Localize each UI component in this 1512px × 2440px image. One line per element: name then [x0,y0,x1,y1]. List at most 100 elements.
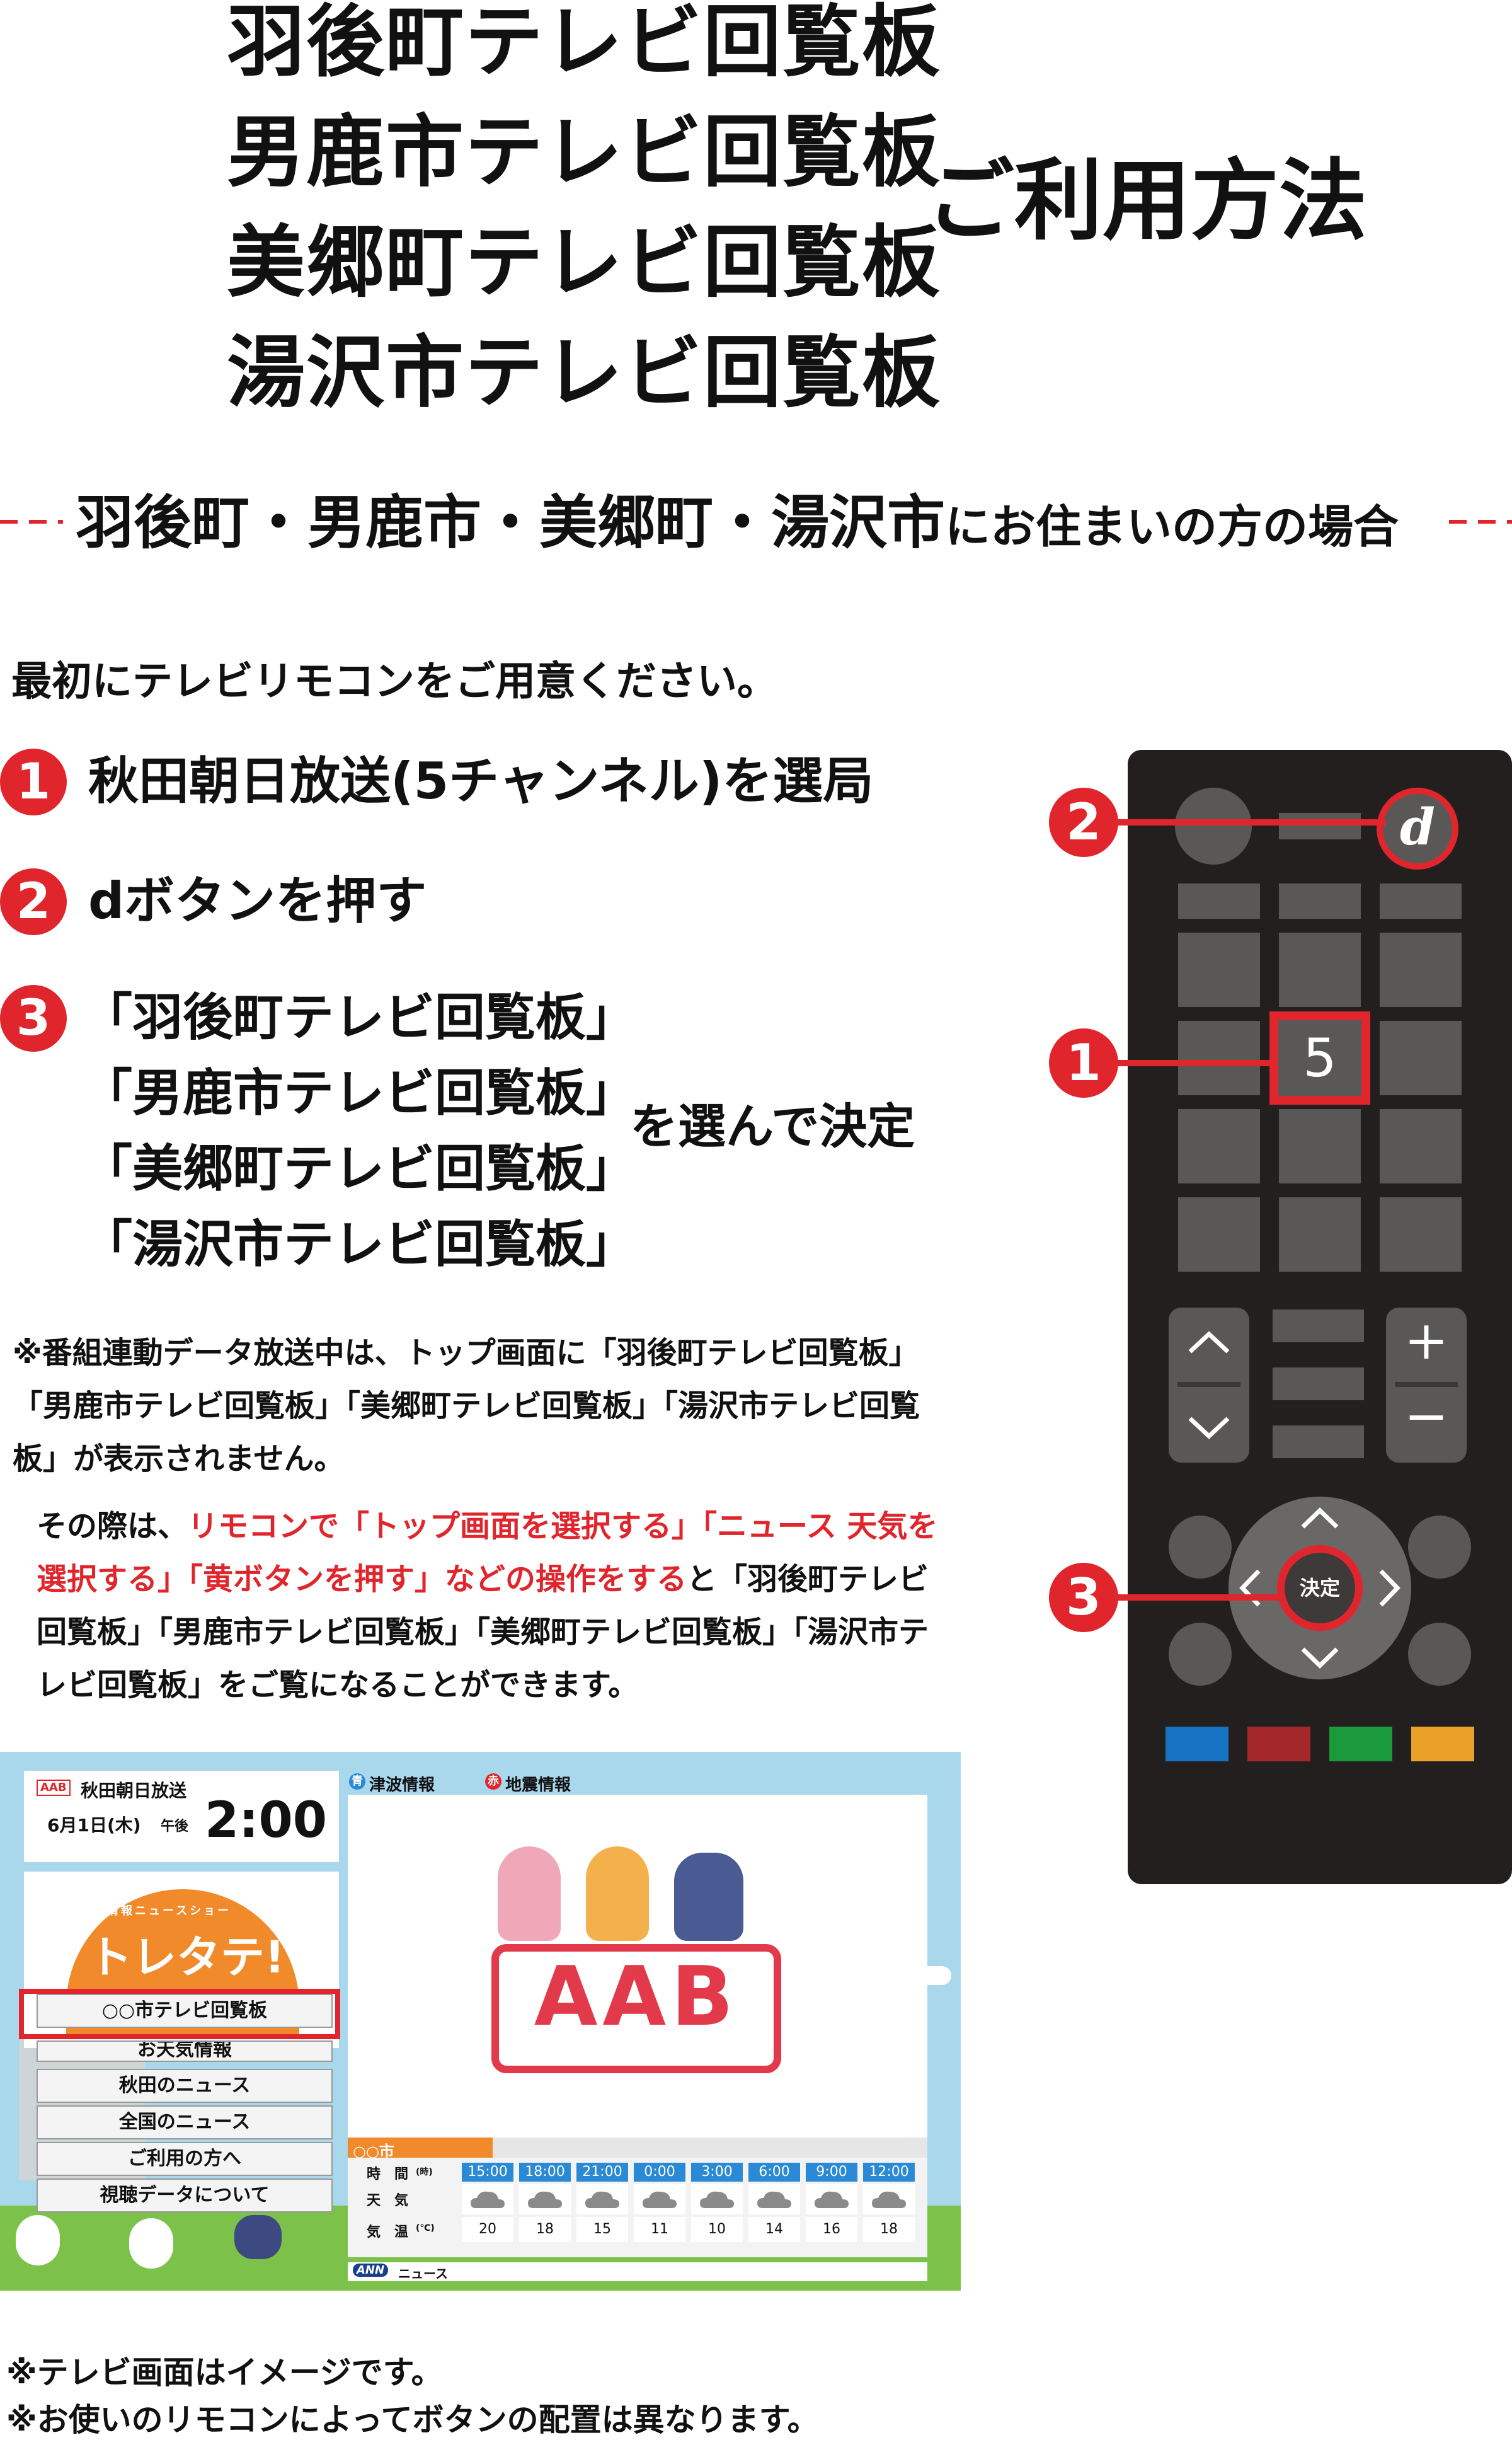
corner-button[interactable] [1408,1516,1471,1579]
cloud-icon [748,2184,800,2214]
enter-button[interactable]: 決定 [1277,1545,1363,1631]
intro-text: 最初にテレビリモコンをご用意ください。 [11,659,777,705]
wx-temp: 16 [806,2217,857,2242]
wx-temp: 18 [519,2217,571,2242]
red-button[interactable] [1247,1727,1310,1761]
cloud-icon [863,2184,915,2214]
mascot-blue [674,1853,743,1941]
remote-key[interactable] [1279,883,1361,919]
corner-button[interactable] [1408,1623,1471,1686]
number-key[interactable] [1380,933,1462,1007]
menu-item-6[interactable]: 視聴データについて [37,2178,333,2213]
plus-icon: + [1404,1309,1449,1371]
news-bar [348,2262,927,2281]
callout-3: 3 [1049,1563,1118,1632]
news-label: ニュース [398,2266,448,2281]
title-line-1: 羽後町テレビ回覧板 [227,0,942,88]
character [129,2218,173,2269]
number-key[interactable] [1380,1109,1462,1183]
blue-button[interactable] [1166,1727,1228,1761]
volume-divider [1395,1382,1458,1387]
menu-bar-button[interactable] [1273,1309,1364,1342]
step-3-item-2: 「男鹿市テレビ回覧板」 [82,1064,636,1122]
number-key[interactable] [1178,1021,1260,1095]
cloud-icon [519,2184,571,2214]
cloud-icon [691,2184,743,2214]
wx-temp: 20 [462,2217,513,2242]
remote-round-button[interactable] [1175,788,1252,865]
tab-earthquake[interactable]: 地震情報 [505,1776,571,1795]
menu-item-1[interactable]: ○○市テレビ回覧板 [37,1994,333,2028]
wx-label-temp: 気 温 [367,2224,409,2240]
cloud-icon [576,2184,628,2214]
channel-rocker[interactable] [1169,1308,1249,1463]
note-2-a: その際は、 [37,1509,188,1544]
wx-time: 12:00 [863,2163,915,2182]
tab-bar: 青 津波情報 赤 地震情報 [348,1771,927,1795]
show-title: トレタテ! [88,1931,285,1983]
green-button[interactable] [1329,1727,1392,1761]
callout-1: 1 [1049,1028,1118,1098]
clock-ampm: 午後 [161,1819,189,1834]
channel-5-button[interactable]: 5 [1269,1011,1370,1105]
tab-tsunami[interactable]: 津波情報 [369,1776,435,1795]
title-line-2: 男鹿市テレビ回覧板 [227,107,942,198]
tab-badge-red: 赤 [485,1773,501,1790]
menu-item-4[interactable]: 全国のニュース [37,2105,333,2139]
cloud-icon [462,2184,513,2214]
wx-temp: 18 [863,2217,915,2242]
wx-temp: 15 [576,2217,628,2242]
aab-logo: AAB [534,1948,739,2044]
menu-item-3[interactable]: 秋田のニュース [37,2069,333,2103]
subheading: 羽後町・男鹿市・美郷町・湯沢市にお住まいの方の場合 [0,485,1512,561]
remote-bar-button[interactable] [1279,813,1361,839]
number-key[interactable] [1279,1109,1361,1183]
number-key[interactable] [1380,1021,1462,1095]
ann-logo: ANN [353,2264,389,2277]
note-2: その際は、リモコンで「トップ画面を選択する」「ニュース 天気を選択する」「黄ボタ… [37,1500,944,1712]
remote-key[interactable] [1178,883,1260,919]
wx-label-time-unit: (時) [416,2167,433,2177]
clock-date: 6月1日(木) [47,1815,141,1836]
footnote-2: ※お使いのリモコンによってボタンの配置は異なります。 [6,2402,819,2438]
wx-label-weather: 天 気 [367,2193,409,2209]
title-line-3: 美郷町テレビ回覧板 [227,217,942,308]
step-3-item-4: 「湯沢市テレビ回覧板」 [82,1215,636,1274]
number-key[interactable] [1178,1197,1260,1272]
volume-rocker[interactable]: + − [1386,1308,1467,1463]
wx-label-time: 時 間 [367,2167,409,2182]
step-3-suffix: を選んで決定 [630,1098,915,1154]
note-2-b: と「羽後町テレビ回覧板」「男鹿市テレビ回覧板」「美郷町テレビ回覧板」「湯沢市テレ… [37,1562,929,1703]
cloud-icon [634,2184,685,2214]
number-key[interactable] [1380,1197,1462,1272]
step-3-item-1: 「羽後町テレビ回覧板」 [82,988,636,1047]
wx-temp: 10 [691,2217,743,2242]
aab-logo-frame [491,1944,781,2073]
minus-icon: − [1404,1385,1449,1447]
menu-item-5[interactable]: ご利用の方へ [37,2142,333,2176]
remote-key[interactable] [1380,883,1462,919]
menu-highlight [19,1989,340,2039]
step-2-number: 2 [0,868,67,935]
footnote-1: ※テレビ画面はイメージです。 [6,2354,443,2391]
corner-button[interactable] [1169,1516,1232,1579]
yellow-button[interactable] [1411,1727,1474,1761]
number-key[interactable] [1178,1109,1260,1183]
d-button[interactable]: d [1377,788,1458,870]
menu-bar-button[interactable] [1273,1425,1364,1458]
dash-right [1449,520,1512,524]
callout-line-2 [1109,819,1386,826]
menu-item-2[interactable]: お天気情報 [37,2040,333,2062]
step-3-number: 3 [0,985,67,1052]
wx-time: 0:00 [634,2163,685,2182]
corner-button[interactable] [1169,1623,1232,1686]
wx-temp: 11 [634,2217,685,2242]
remote-control: d 5 + − 決定 [1128,750,1512,1884]
number-key[interactable] [1279,933,1361,1007]
menu-bar-button[interactable] [1273,1367,1364,1400]
note-1: ※番組連動データ放送中は、トップ画面に「羽後町テレビ回覧板」「男鹿市テレビ回覧板… [13,1335,920,1476]
number-key[interactable] [1279,1197,1361,1272]
number-key[interactable] [1178,933,1260,1007]
character [234,2215,282,2259]
show-tag: 情報ニュースショー [107,1904,232,1918]
